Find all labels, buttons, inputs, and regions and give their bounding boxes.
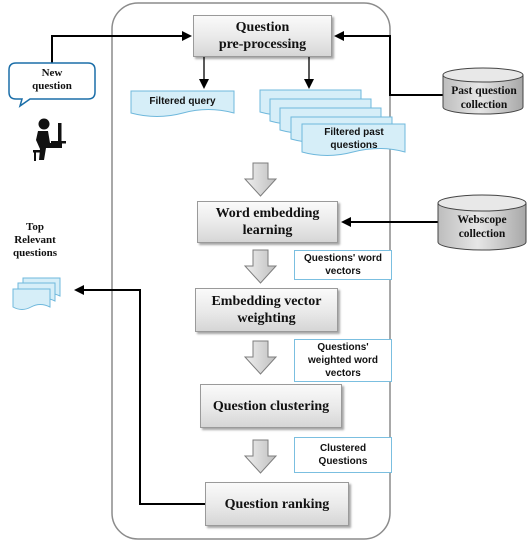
vector-weighting-step: Embedding vector weighting xyxy=(195,288,338,332)
new-question-label: New question xyxy=(32,67,72,92)
clustered-questions-note: Clustered Questions xyxy=(294,437,392,473)
filtered-past-questions-stack-icon xyxy=(259,89,406,156)
word-vectors-note: Questions' word vectors xyxy=(294,250,392,280)
arrow-ranking-to-top-relevant xyxy=(74,285,205,505)
weighted-vectors-note: Questions' weighted word vectors xyxy=(294,339,392,382)
webscope-collection-label: Webscope collection xyxy=(457,214,507,240)
new-question-bubble xyxy=(8,62,96,108)
flow-down-arrow-icon xyxy=(243,439,278,474)
webscope-cylinder-icon xyxy=(437,194,527,251)
flow-down-arrow-icon xyxy=(243,249,278,284)
arrow-new-question-to-preprocessing xyxy=(51,31,192,63)
filtered-past-questions-label: Filtered past questions xyxy=(324,127,384,151)
past-collection-label: Past question collection xyxy=(451,85,517,111)
past-collection-cylinder-icon xyxy=(442,67,524,115)
flow-down-arrow-icon xyxy=(243,340,278,375)
clustering-step: Question clustering xyxy=(200,384,342,428)
filtered-query-document-icon xyxy=(130,90,235,117)
arrow-past-collection-to-preprocessing xyxy=(334,31,444,96)
top-relevant-label: Top Relevant questions xyxy=(12,221,58,259)
top-relevant-stack-icon xyxy=(12,277,61,310)
ranking-step: Question ranking xyxy=(205,482,349,526)
word-embedding-step: Word embedding learning xyxy=(197,201,338,243)
user-at-computer-icon xyxy=(33,118,66,161)
filtered-query-label: Filtered query xyxy=(149,96,216,107)
flow-down-arrow-icon xyxy=(243,162,278,197)
preprocessing-step: Question pre-processing xyxy=(193,15,332,57)
